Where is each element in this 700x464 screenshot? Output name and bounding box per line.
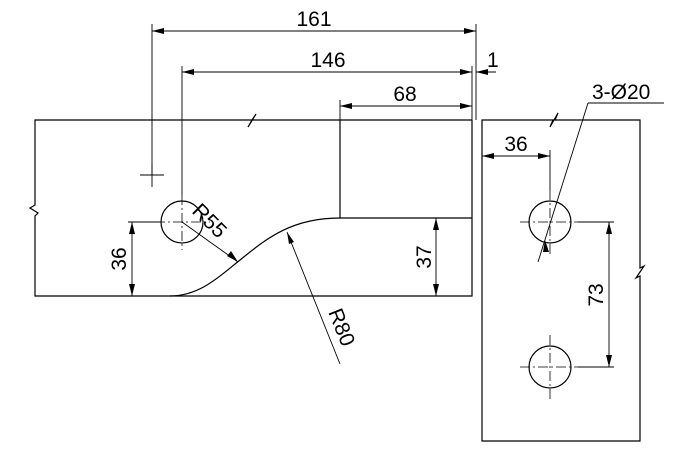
- dimension-73: 73: [578, 221, 614, 368]
- dim-label-overall-width: 161: [296, 8, 331, 31]
- dim-label-arc-small: R55: [187, 199, 231, 243]
- dimension-1: 1: [471, 49, 499, 120]
- right-plate-edge: [481, 112, 646, 442]
- dimension-36-right: 36: [482, 133, 551, 190]
- dim-label-hole-offset-width: 146: [310, 49, 345, 72]
- right-hole-lower: [520, 335, 580, 400]
- dimension-68: 68: [339, 83, 472, 120]
- left-plate-edge: [28, 113, 472, 297]
- dimension-161: 161: [151, 8, 477, 175]
- leader-hole-callout: 3-Ø20: [537, 81, 664, 263]
- dimension-r80: R80: [286, 231, 359, 365]
- dim-label-step-height: 37: [413, 245, 436, 268]
- dim-label-left-hole-height: 36: [108, 247, 131, 270]
- dim-label-hole-pattern: 3-Ø20: [592, 81, 650, 104]
- step-edge-lower: [170, 217, 473, 297]
- right-plate-outline: [481, 112, 646, 442]
- dimension-36-left: 36: [108, 221, 160, 296]
- dim-label-right-hole-offset: 36: [504, 133, 527, 156]
- dimension-146: 146: [181, 49, 472, 195]
- dim-label-gap: 1: [487, 49, 499, 72]
- curved-cutout-edge: [169, 217, 341, 297]
- dim-label-hole-spacing: 73: [585, 283, 608, 306]
- left-plate-outline: [28, 113, 473, 297]
- dim-label-step-width: 68: [393, 83, 416, 106]
- dim-label-arc-large: R80: [323, 305, 359, 349]
- dimension-r55: R55: [181, 199, 239, 263]
- dimension-37: 37: [413, 218, 439, 296]
